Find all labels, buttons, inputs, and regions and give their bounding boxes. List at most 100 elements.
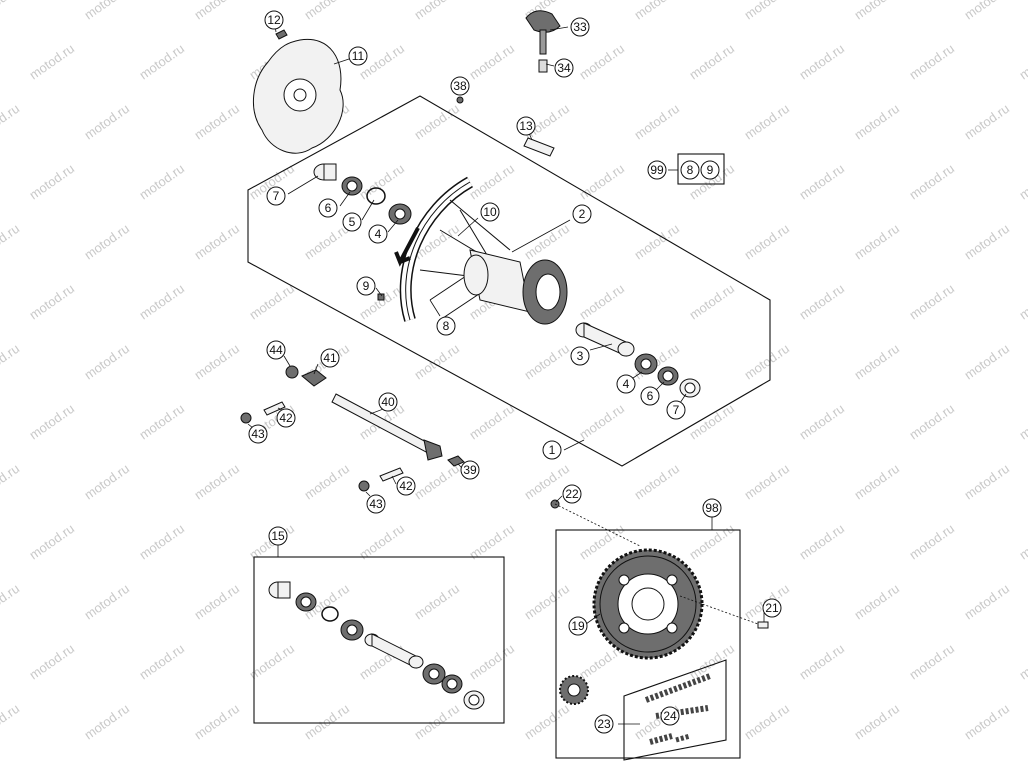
- watermark-text: motod.ru: [741, 0, 792, 22]
- callout-c38: 38: [450, 76, 470, 96]
- seal-left: [341, 176, 363, 196]
- watermark-text: motod.ru: [0, 221, 22, 263]
- callout-c7b: 7: [666, 400, 686, 420]
- callout-circle: [320, 348, 340, 368]
- watermark-text: motod.ru: [796, 401, 847, 443]
- callout-c13: 13: [516, 116, 536, 136]
- callout-circle: [264, 10, 284, 30]
- watermark-text: motod.ru: [0, 341, 22, 383]
- callout-number: 6: [647, 389, 654, 403]
- watermark-text: motod.ru: [136, 401, 187, 443]
- callout-circle: [647, 160, 667, 180]
- rear-sprocket: [592, 548, 704, 660]
- watermark-text: motod.ru: [961, 701, 1012, 743]
- callout-number: 4: [623, 377, 630, 391]
- callout-number: 11: [352, 49, 365, 63]
- callout-number: 6: [325, 201, 332, 215]
- callout-circle: [570, 17, 590, 37]
- callout-number: 7: [273, 189, 280, 203]
- callout-number: 99: [650, 163, 664, 177]
- watermark-text: motod.ru: [576, 281, 627, 323]
- watermark-text: motod.ru: [1016, 161, 1028, 203]
- callout-number: 43: [251, 427, 265, 441]
- callout-number: 1: [549, 443, 556, 457]
- watermark-text: motod.ru: [0, 581, 22, 623]
- watermark-text: motod.ru: [411, 461, 462, 503]
- watermark-text: motod.ru: [521, 221, 572, 263]
- watermark-text: motod.ru: [0, 101, 22, 143]
- watermark-text: motod.ru: [81, 101, 132, 143]
- watermark-text: motod.ru: [466, 641, 517, 683]
- callout-c24: 24: [660, 706, 680, 726]
- callout-circle: [268, 526, 288, 546]
- callout-circle: [436, 316, 456, 336]
- callout-number: 10: [483, 205, 497, 219]
- sprocket-kit-frame: [555, 529, 741, 759]
- watermark-text: motod.ru: [961, 341, 1012, 383]
- chain-kit-frame: [623, 659, 727, 761]
- watermark-text: motod.ru: [136, 641, 187, 683]
- watermark-text: motod.ru: [466, 161, 517, 203]
- callout-c7a: 7: [266, 186, 286, 206]
- bearing-kit-frame: [253, 556, 505, 724]
- callout-circle: [266, 340, 286, 360]
- callout-number: 8: [443, 319, 450, 333]
- callout-number: 43: [369, 497, 383, 511]
- callout-c5: 5: [342, 212, 362, 232]
- callout-c3: 3: [570, 346, 590, 366]
- callout-c19: 19: [568, 616, 588, 636]
- callout-c9: 9: [356, 276, 376, 296]
- watermark-text: motod.ru: [191, 341, 242, 383]
- callout-number: 7: [673, 403, 680, 417]
- rim: [399, 176, 474, 322]
- watermark-text: motod.ru: [521, 701, 572, 743]
- callout-circle: [702, 498, 722, 518]
- watermark-text: motod.ru: [851, 461, 902, 503]
- callout-c4b: 4: [616, 374, 636, 394]
- callout-circle: [572, 204, 592, 224]
- callout-number: 39: [463, 463, 477, 477]
- watermark-text: motod.ru: [741, 221, 792, 263]
- watermark-text: motod.ru: [81, 581, 132, 623]
- callout-number: 4: [375, 227, 382, 241]
- callout-c9top: 9: [700, 160, 720, 180]
- watermark-text: motod.ru: [851, 701, 902, 743]
- watermark-text: motod.ru: [81, 461, 132, 503]
- watermark-text: motod.ru: [686, 281, 737, 323]
- callout-c2: 2: [572, 204, 592, 224]
- watermark-text: motod.ru: [466, 401, 517, 443]
- callout-circle: [450, 76, 470, 96]
- callout-circle: [542, 440, 562, 460]
- callout-c8top: 8: [680, 160, 700, 180]
- callout-circle: [356, 276, 376, 296]
- kit-circlip: [321, 606, 339, 622]
- watermark-text: motod.ru: [411, 101, 462, 143]
- callout-number: 41: [323, 351, 337, 365]
- small-plug: [456, 96, 464, 104]
- bearing-left: [388, 203, 412, 225]
- callout-number: 40: [381, 395, 395, 409]
- watermark-text: motod.ru: [796, 641, 847, 683]
- callout-circle: [570, 346, 590, 366]
- callout-circle: [266, 186, 286, 206]
- watermark-text: motod.ru: [851, 221, 902, 263]
- callout-number: 9: [707, 163, 714, 177]
- watermark-text: motod.ru: [961, 101, 1012, 143]
- watermark-text: motod.ru: [136, 161, 187, 203]
- callout-c23: 23: [594, 714, 614, 734]
- callout-c15: 15: [268, 526, 288, 546]
- callout-number: 42: [399, 479, 413, 493]
- watermark-text: motod.ru: [576, 41, 627, 83]
- callout-c99: 99: [647, 160, 667, 180]
- sprocket-nut: [757, 621, 769, 629]
- callout-circle: [516, 116, 536, 136]
- watermark-text: motod.ru: [906, 41, 957, 83]
- watermark-text: motod.ru: [26, 41, 77, 83]
- bearing-right: [634, 353, 658, 375]
- watermark-text: motod.ru: [411, 0, 462, 22]
- callout-circle: [700, 160, 720, 180]
- callout-number: 5: [349, 215, 356, 229]
- callout-circle: [396, 476, 416, 496]
